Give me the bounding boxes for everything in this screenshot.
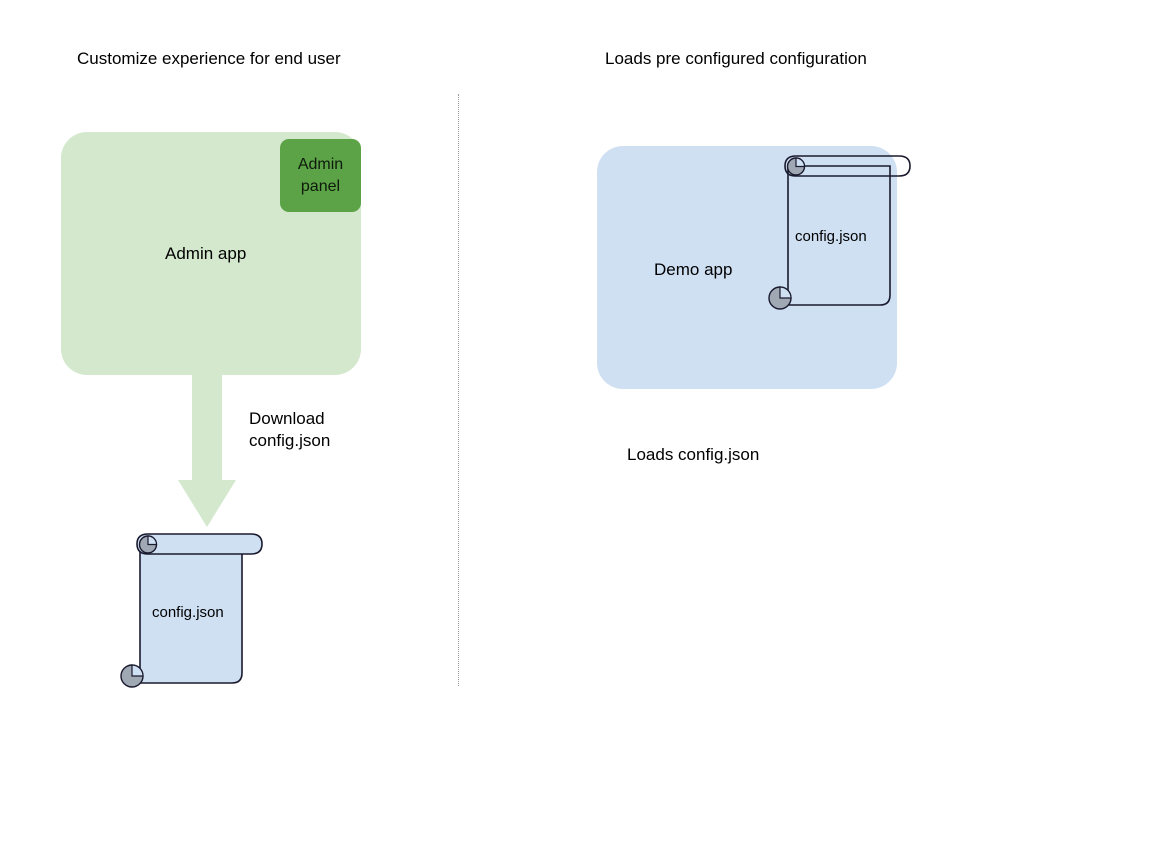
- right-column-title: Loads pre configured configuration: [605, 49, 867, 68]
- download-arrow-icon: [178, 372, 236, 527]
- demo-app-box[interactable]: [597, 146, 897, 389]
- download-arrow-label: Download config.json: [249, 409, 331, 450]
- admin-panel-badge-label: Admin panel: [297, 155, 344, 195]
- config-json-label-left: config.json: [152, 604, 224, 621]
- config-json-document-right[interactable]: [766, 148, 916, 313]
- config-json-label-right: config.json: [795, 228, 867, 245]
- config-json-document-left[interactable]: [118, 526, 268, 691]
- loads-config-caption: Loads config.json: [627, 445, 760, 464]
- left-column-title: Customize experience for end user: [77, 49, 341, 68]
- column-divider: [458, 94, 459, 686]
- admin-app-label: Admin app: [165, 244, 247, 263]
- demo-app-label: Demo app: [654, 260, 733, 279]
- admin-panel-badge[interactable]: Admin panel: [280, 139, 361, 212]
